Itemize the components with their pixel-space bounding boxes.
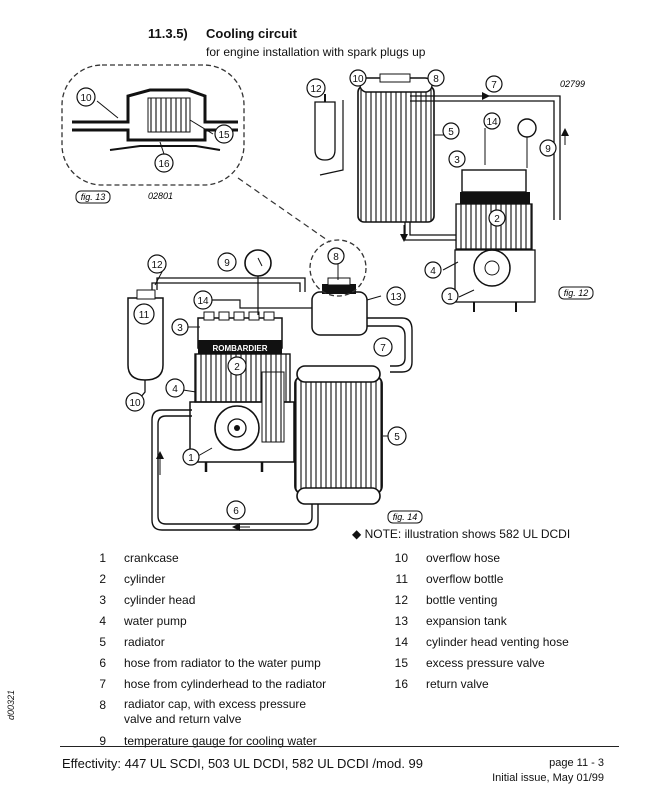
legend-number: 7: [99, 677, 106, 691]
svg-text:5: 5: [448, 127, 454, 138]
svg-text:14: 14: [197, 296, 209, 307]
legend-item: 16 return valve: [388, 674, 628, 695]
fig14-label: fig. 14: [393, 512, 418, 522]
legend-text: expansion tank: [426, 614, 507, 628]
illustration-note: ◆ NOTE: illustration shows 582 UL DCDI: [352, 527, 571, 541]
fig13-label: fig. 13: [81, 192, 106, 202]
legend-item: 7 hose from cylinderhead to the radiator: [86, 674, 366, 695]
svg-text:10: 10: [80, 93, 92, 104]
legend-number: 5: [99, 635, 106, 649]
legend-number: 11: [395, 572, 408, 586]
svg-text:8: 8: [433, 74, 439, 85]
svg-text:1: 1: [447, 292, 453, 303]
legend-text: cylinder head: [124, 593, 196, 607]
legend-text: excess pressure valve: [426, 656, 545, 670]
svg-text:1: 1: [188, 453, 194, 464]
legend-item: 6 hose from radiator to the water pump: [86, 653, 366, 674]
legend-item: 3 cylinder head: [86, 590, 366, 611]
fig12-code: 02799: [560, 79, 585, 89]
cooling-circuit-diagram: ROMBARDIER: [61, 64, 594, 531]
legend-text: overflow hose: [426, 551, 501, 565]
legend-item: 5 radiator: [86, 632, 366, 653]
legend-item: 12 bottle venting: [388, 590, 628, 611]
svg-text:7: 7: [380, 343, 386, 354]
legend-item: 1 crankcase: [86, 548, 366, 569]
svg-text:10: 10: [352, 74, 364, 85]
svg-text:3: 3: [454, 155, 460, 166]
legend-right: 10 overflow hose 11 overflow bottle 12 bottle…: [388, 548, 628, 695]
svg-text:2: 2: [494, 214, 500, 225]
legend-number: 6: [99, 656, 106, 670]
svg-text:5: 5: [394, 432, 400, 443]
svg-text:14: 14: [486, 117, 498, 128]
legend-number: 16: [394, 677, 408, 691]
legend-item: 2 cylinder: [86, 569, 366, 590]
legend-item: 13 expansion tank: [388, 611, 628, 632]
legend-number: 8: [99, 698, 106, 712]
fig12-label: fig. 12: [564, 288, 589, 298]
legend-number: 13: [394, 614, 408, 628]
section-subtitle: for engine installation with spark plugs…: [206, 45, 426, 59]
footer-issue: Initial issue, May 01/99: [492, 772, 604, 784]
legend-text: overflow bottle: [426, 572, 504, 586]
legend-text: cylinder head venting hose: [426, 635, 569, 649]
legend-item: 10 overflow hose: [388, 548, 628, 569]
svg-text:6: 6: [233, 506, 239, 517]
fig14-diagram: ROMBARDIER: [127, 239, 413, 531]
fig12-diagram: [314, 73, 569, 312]
legend-number: 14: [394, 635, 408, 649]
footer-page: page 11 - 3: [549, 757, 604, 769]
legend-number: 2: [99, 572, 106, 586]
legend-text: return valve: [426, 677, 489, 691]
legend-text: temperature gauge for cooling water: [124, 734, 317, 748]
legend-text: radiator: [124, 635, 165, 649]
legend-text: hose from cylinderhead to the radiator: [124, 677, 327, 691]
brand-label: ROMBARDIER: [212, 344, 267, 353]
fig13-code: 02801: [148, 191, 173, 201]
legend-number: 3: [99, 593, 106, 607]
legend-text: crankcase: [124, 551, 179, 565]
section-number: 11.3.5): [148, 26, 188, 41]
legend-item: 11 overflow bottle: [388, 569, 628, 590]
svg-text:10: 10: [129, 398, 141, 409]
svg-text:15: 15: [218, 130, 230, 141]
legend-item: 15 excess pressure valve: [388, 653, 628, 674]
svg-text:3: 3: [177, 323, 183, 334]
legend-text: hose from radiator to the water pump: [124, 656, 321, 670]
legend-number: 12: [394, 593, 408, 607]
document-id: d00321: [6, 689, 16, 720]
legend-number: 9: [99, 734, 106, 748]
legend-item: 8 radiator cap, with excess pressure valv…: [86, 695, 366, 731]
legend-text: cylinder: [124, 572, 166, 586]
svg-text:12: 12: [310, 84, 322, 95]
svg-text:8: 8: [333, 252, 339, 263]
legend-left: 1 crankcase 2 cylinder 3 cylinder head 4 water …: [86, 548, 366, 752]
svg-text:11: 11: [139, 310, 150, 321]
svg-text:16: 16: [158, 159, 170, 170]
legend-item: 4 water pump: [86, 611, 366, 632]
legend-number: 4: [99, 614, 106, 628]
svg-text:4: 4: [430, 266, 436, 277]
fig13-detail: [61, 64, 331, 243]
footer-effectivity: Effectivity: 447 UL SCDI, 503 UL DCDI, 5…: [62, 756, 424, 771]
svg-text:7: 7: [491, 80, 497, 91]
svg-text:4: 4: [172, 384, 178, 395]
legend-number: 15: [394, 656, 408, 670]
svg-text:9: 9: [224, 258, 230, 269]
section-title: Cooling circuit: [206, 26, 297, 41]
legend-text: bottle venting: [426, 593, 498, 607]
legend-number: 10: [394, 551, 408, 565]
legend-item: 9 temperature gauge for cooling water: [86, 731, 366, 752]
svg-text:12: 12: [151, 260, 163, 271]
legend-item: 14 cylinder head venting hose: [388, 632, 628, 653]
legend-text: radiator cap, with excess pressure valve…: [124, 697, 307, 726]
footer-divider: [60, 746, 619, 747]
svg-text:2: 2: [234, 362, 240, 373]
svg-text:9: 9: [545, 144, 551, 155]
legend-number: 1: [99, 551, 106, 565]
svg-text:13: 13: [390, 292, 402, 303]
legend-text: water pump: [124, 614, 187, 628]
